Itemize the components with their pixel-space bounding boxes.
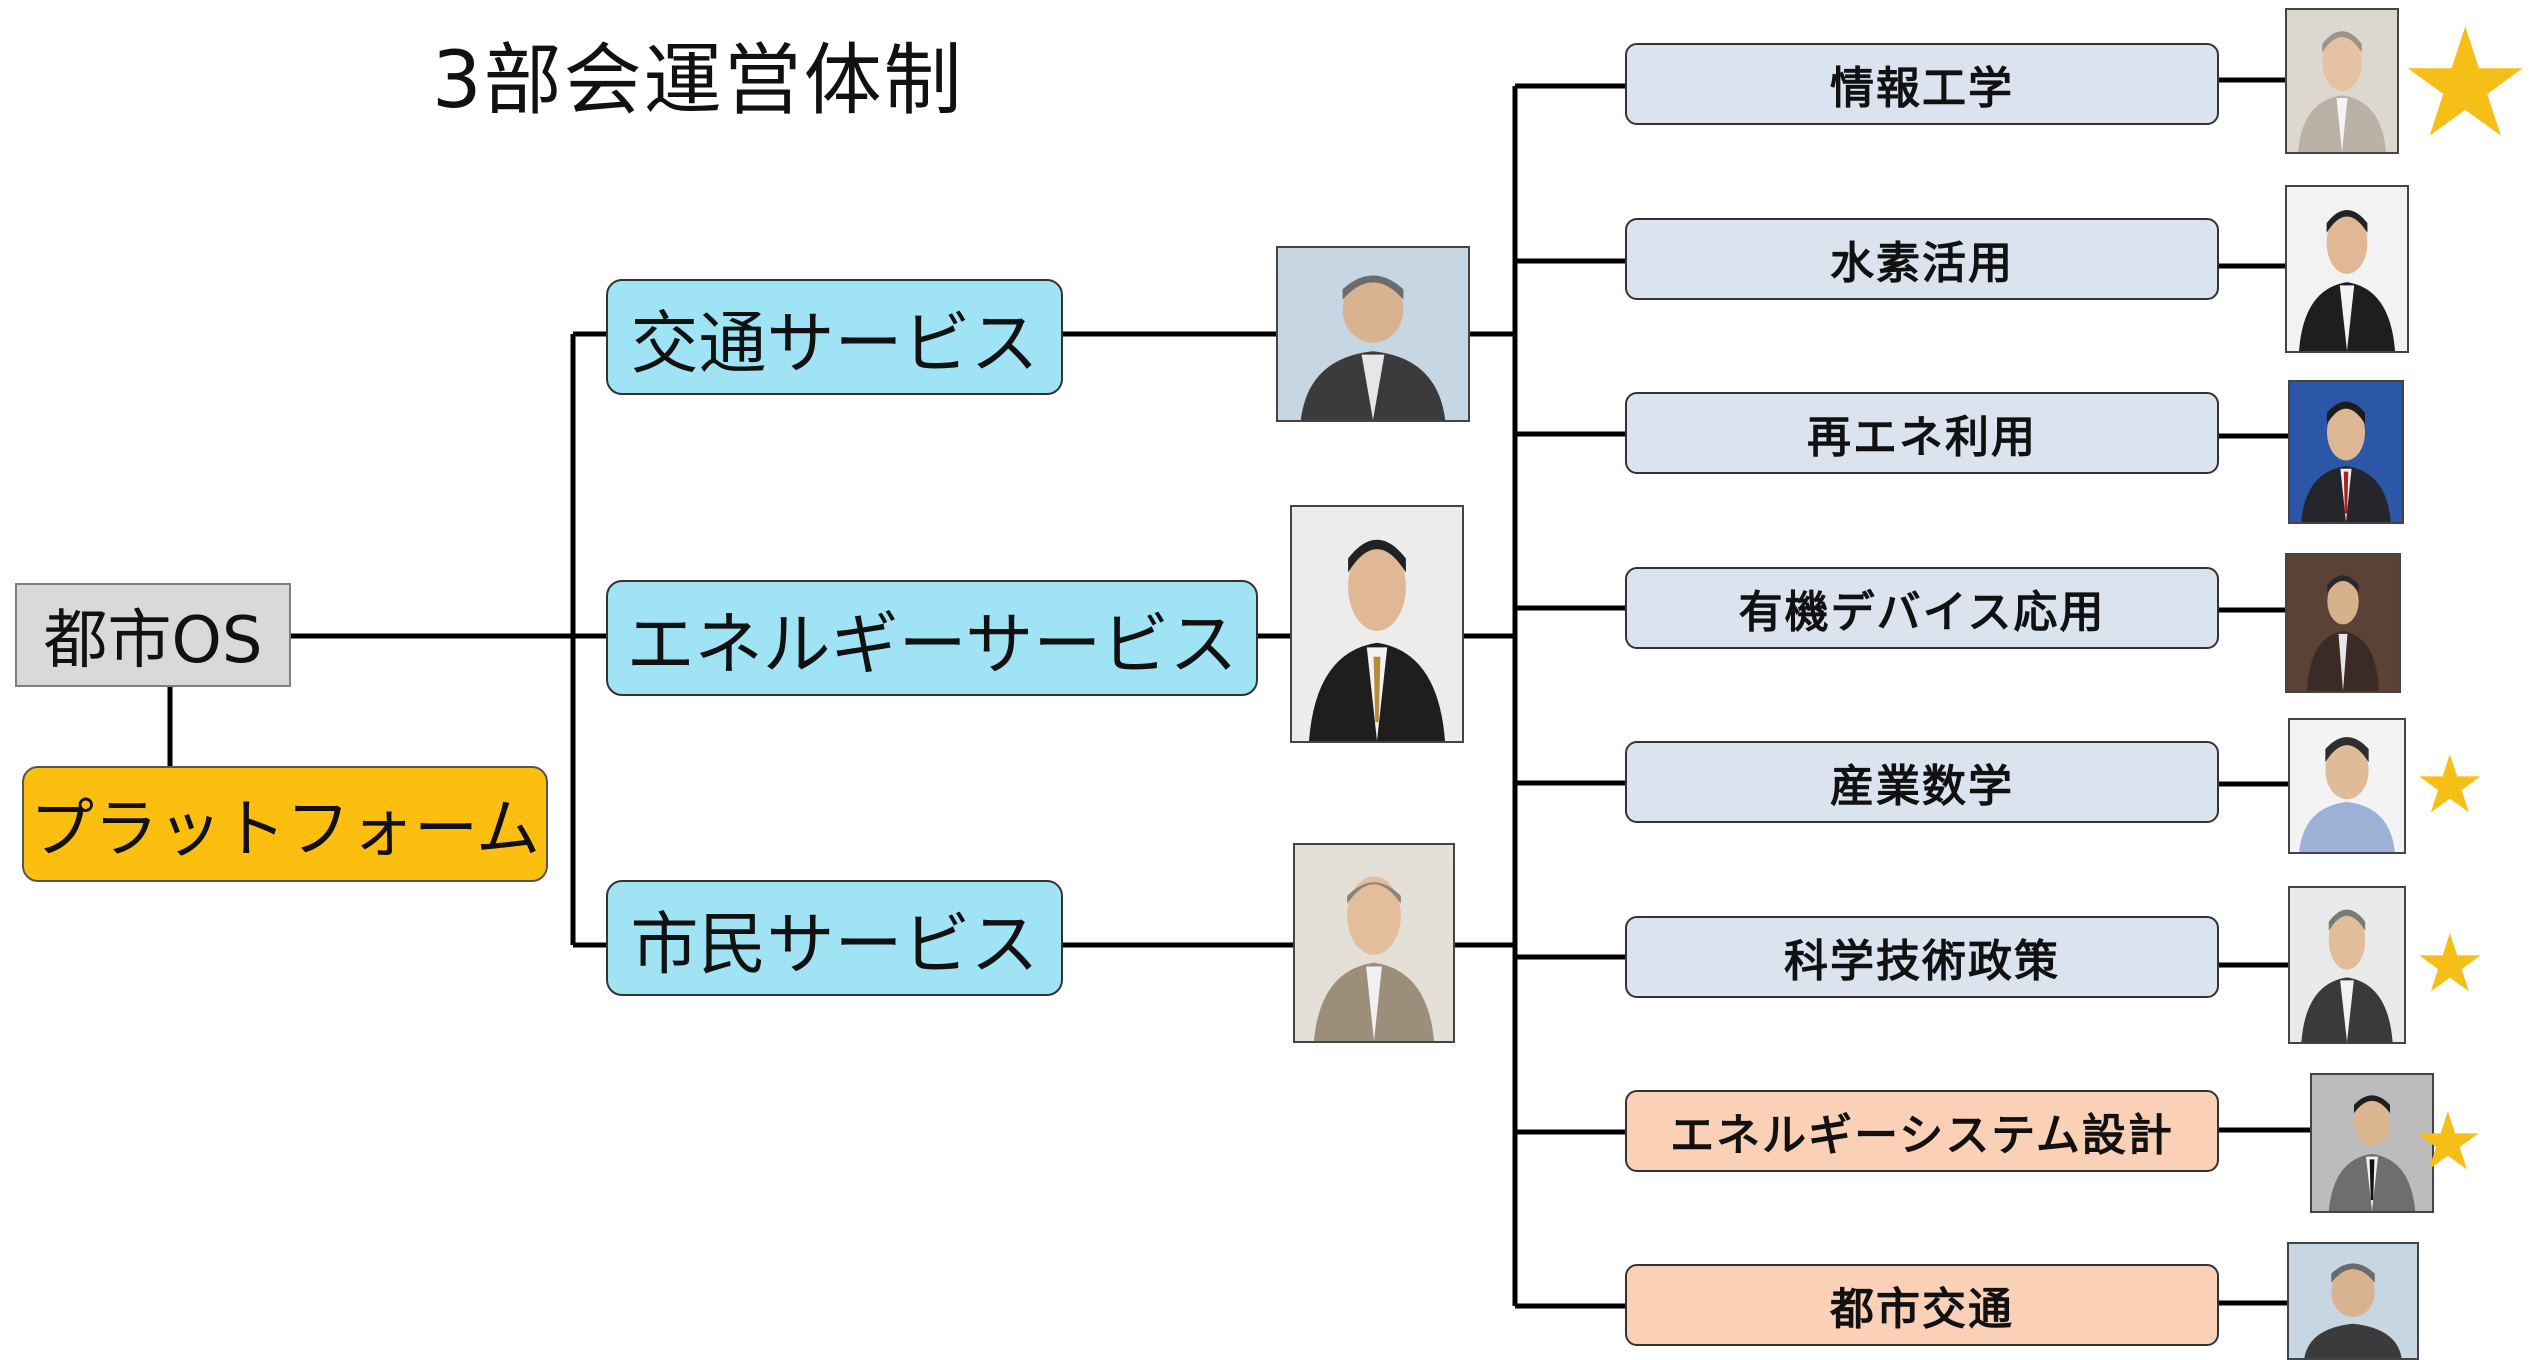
lab-node: 科学技術政策	[1625, 916, 2219, 998]
person-icon	[2301, 909, 2393, 1042]
person-icon	[2298, 31, 2386, 152]
lab-lead-portrait	[2310, 1073, 2434, 1213]
service-node-energy: エネルギーサービス	[606, 580, 1258, 696]
lab-node: 有機デバイス応用	[1625, 567, 2219, 649]
lab-lead-portrait	[2288, 886, 2406, 1044]
lab-node: 都市交通	[1625, 1264, 2219, 1346]
lab-lead-portrait	[2287, 1242, 2419, 1360]
root-node-city-os: 都市OS	[15, 583, 291, 687]
lab-node: 情報工学	[1625, 43, 2219, 125]
person-icon	[2304, 1263, 2402, 1358]
service-node-citizen: 市民サービス	[606, 880, 1063, 996]
service-lead-portrait	[1293, 843, 1455, 1043]
person-icon	[1309, 539, 1445, 741]
lab-node: 産業数学	[1625, 741, 2219, 823]
person-icon	[2299, 737, 2395, 852]
diagram-title: 3部会運営体制	[432, 36, 964, 126]
lab-lead-portrait	[2288, 718, 2406, 854]
person-icon	[2307, 575, 2379, 691]
lab-lead-portrait	[2285, 8, 2399, 154]
person-icon	[1300, 275, 1446, 420]
person-icon	[2301, 401, 2391, 522]
star-icon: ★	[2414, 917, 2486, 1010]
person-icon	[2328, 1095, 2416, 1211]
lab-node: エネルギーシステム設計	[1625, 1090, 2219, 1172]
lab-node: 水素活用	[1625, 218, 2219, 300]
person-icon	[1313, 876, 1435, 1041]
lab-lead-portrait	[2288, 380, 2404, 524]
service-lead-portrait	[1290, 505, 1464, 743]
lab-lead-portrait	[2285, 185, 2409, 353]
star-icon: ★	[2398, 0, 2533, 171]
service-node-transport: 交通サービス	[606, 279, 1063, 395]
star-icon: ★	[2412, 1095, 2484, 1188]
service-lead-portrait	[1276, 246, 1470, 422]
star-icon: ★	[2414, 738, 2486, 831]
person-icon	[2299, 209, 2395, 351]
lab-node: 再エネ利用	[1625, 392, 2219, 474]
lab-lead-portrait	[2285, 553, 2401, 693]
platform-node: プラットフォーム	[22, 766, 548, 882]
